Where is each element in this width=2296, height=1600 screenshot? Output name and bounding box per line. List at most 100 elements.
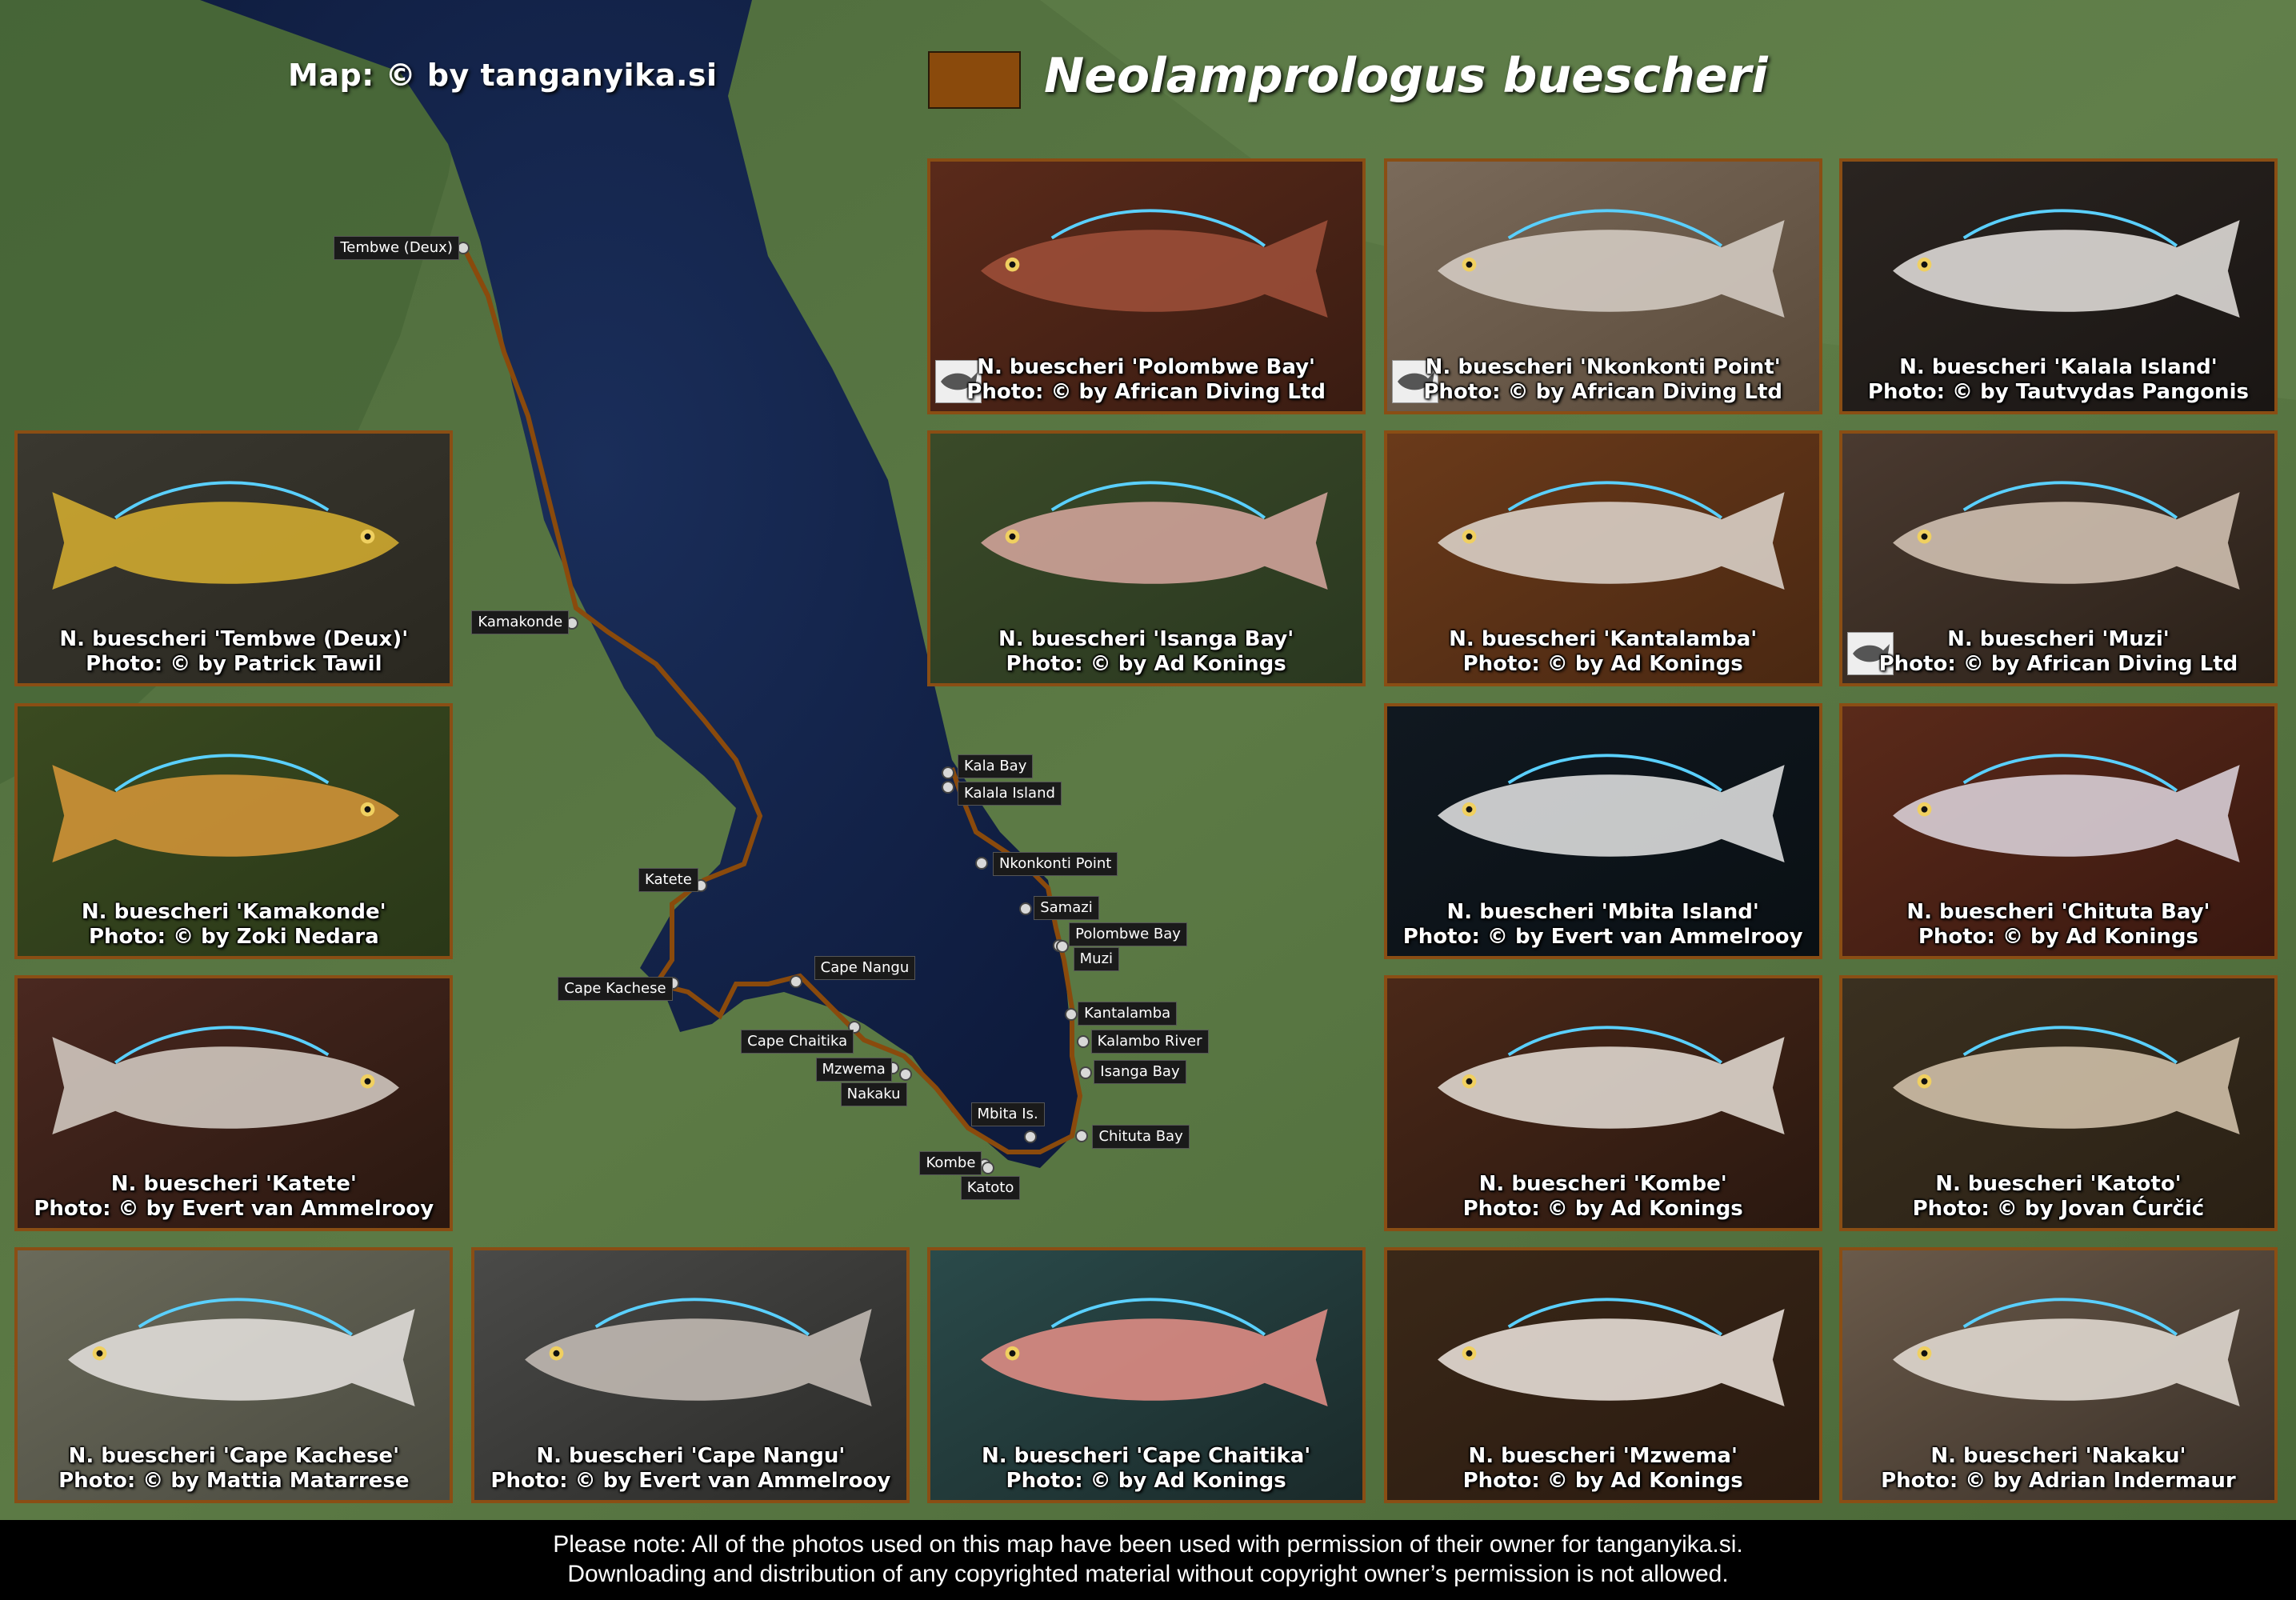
photo-tile: N. buescheri 'Katoto'Photo: © by Jovan Ć… xyxy=(1838,975,2278,1232)
location-marker-dot xyxy=(1023,1130,1037,1144)
photo-caption: N. buescheri 'Nkonkonti Point'Photo: © b… xyxy=(1387,355,1819,405)
location-label: Kantalamba xyxy=(1078,1001,1178,1026)
location-marker-dot xyxy=(981,1161,994,1174)
photo-tile: N. buescheri 'Muzi'Photo: © by African D… xyxy=(1838,430,2278,687)
lake-tanganyika xyxy=(200,0,1080,1168)
location-label: Isanga Bay xyxy=(1094,1060,1186,1085)
photo-title: N. buescheri 'Kombe' xyxy=(1478,1172,1727,1197)
photo-credit: Photo: © by Ad Konings xyxy=(1006,1469,1286,1494)
photo-caption: N. buescheri 'Chituta Bay'Photo: © by Ad… xyxy=(1842,900,2274,950)
fish-photo xyxy=(1842,1250,2274,1501)
location-label: Cape Nangu xyxy=(814,956,916,981)
photo-caption: N. buescheri 'Cape Nangu'Photo: © by Eve… xyxy=(474,1444,906,1494)
photo-title: N. buescheri 'Isanga Bay' xyxy=(998,627,1294,652)
photo-title: N. buescheri 'Kantalamba' xyxy=(1449,627,1758,652)
photo-caption: N. buescheri 'Mbita Island'Photo: © by E… xyxy=(1387,900,1819,950)
photo-tile: N. buescheri 'Cape Nangu'Photo: © by Eve… xyxy=(471,1247,910,1504)
photo-tile: N. buescheri 'Kalala Island'Photo: © by … xyxy=(1838,158,2278,414)
photo-title: N. buescheri 'Kamakonde' xyxy=(81,899,386,924)
location-marker-dot xyxy=(1079,1066,1093,1079)
fish-photo xyxy=(18,434,450,684)
footer-line-2: Downloading and distribution of any copy… xyxy=(567,1561,1729,1587)
location-marker-dot xyxy=(899,1067,913,1081)
location-label: Kamakonde xyxy=(471,610,570,635)
location-label: Mbita Is. xyxy=(970,1102,1045,1127)
photo-caption: N. buescheri 'Muzi'Photo: © by African D… xyxy=(1842,627,2274,677)
photo-credit: Photo: © by Ad Konings xyxy=(1006,652,1286,677)
location-label: Muzi xyxy=(1073,947,1120,972)
location-label: Nkonkonti Point xyxy=(992,852,1118,877)
photo-credit: Photo: © by Ad Konings xyxy=(1462,1469,1743,1494)
map-credit: Map: © by tanganyika.si xyxy=(288,58,718,93)
photo-caption: N. buescheri 'Isanga Bay'Photo: © by Ad … xyxy=(930,627,1362,677)
photo-credit: Photo: © by Zoki Nedara xyxy=(88,924,379,949)
location-label: Katoto xyxy=(960,1175,1021,1200)
photo-tile: N. buescheri 'Katete'Photo: © by Evert v… xyxy=(14,975,454,1232)
photo-tile: N. buescheri 'Mzwema'Photo: © by Ad Koni… xyxy=(1383,1247,1822,1504)
location-marker-dot xyxy=(789,975,802,989)
photo-caption: N. buescheri 'Kombe'Photo: © by Ad Konin… xyxy=(1387,1172,1819,1222)
fish-photo xyxy=(1386,161,1819,411)
photo-tile: N. buescheri 'Kombe'Photo: © by Ad Konin… xyxy=(1383,975,1822,1232)
photo-caption: N. buescheri 'Cape Kachese'Photo: © by M… xyxy=(18,1444,450,1494)
location-label: Kala Bay xyxy=(958,754,1034,778)
fish-thumbnail-icon xyxy=(1846,632,1894,676)
photo-tile: N. buescheri 'Kamakonde'Photo: © by Zoki… xyxy=(14,702,454,959)
fish-photo xyxy=(1842,161,2274,411)
photo-title: N. buescheri 'Polombwe Bay' xyxy=(977,354,1315,379)
location-label: Samazi xyxy=(1034,896,1099,921)
fish-photo xyxy=(18,706,450,956)
photo-tile: N. buescheri 'Nakaku'Photo: © by Adrian … xyxy=(1838,1247,2278,1504)
photo-title: N. buescheri 'Mbita Island' xyxy=(1446,899,1759,924)
location-label: Kalambo River xyxy=(1090,1029,1209,1054)
location-label: Cape Chaitika xyxy=(741,1029,854,1054)
location-marker-dot xyxy=(1064,1007,1078,1021)
photo-tile: N. buescheri 'Cape Chaitika'Photo: © by … xyxy=(926,1247,1366,1504)
legend-swatch xyxy=(928,51,1021,109)
photo-caption: N. buescheri 'Polombwe Bay'Photo: © by A… xyxy=(930,355,1362,405)
photo-tile: N. buescheri 'Mbita Island'Photo: © by E… xyxy=(1383,702,1822,959)
photo-caption: N. buescheri 'Nakaku'Photo: © by Adrian … xyxy=(1842,1444,2274,1494)
photo-tile: N. buescheri 'Kantalamba'Photo: © by Ad … xyxy=(1383,430,1822,687)
photo-caption: N. buescheri 'Cape Chaitika'Photo: © by … xyxy=(930,1444,1362,1494)
fish-photo xyxy=(1386,706,1819,956)
photo-credit: Photo: © by Adrian Indermaur xyxy=(1881,1469,2236,1494)
location-marker-dot xyxy=(942,766,955,779)
photo-tile: N. buescheri 'Polombwe Bay'Photo: © by A… xyxy=(926,158,1366,414)
photo-title: N. buescheri 'Katoto' xyxy=(1935,1172,2182,1197)
photo-tile: N. buescheri 'Isanga Bay'Photo: © by Ad … xyxy=(926,430,1366,687)
location-label: Kombe xyxy=(919,1150,982,1175)
photo-title: N. buescheri 'Kalala Island' xyxy=(1899,354,2218,379)
photo-title: N. buescheri 'Chituta Bay' xyxy=(1906,899,2210,924)
photo-credit: Photo: © by Patrick Tawil xyxy=(86,652,382,677)
photo-credit: Photo: © by Ad Konings xyxy=(1918,924,2199,949)
fish-photo xyxy=(18,978,450,1229)
photo-caption: N. buescheri 'Katete'Photo: © by Evert v… xyxy=(18,1172,450,1222)
location-label: Nakaku xyxy=(840,1082,907,1106)
photo-title: N. buescheri 'Cape Nangu' xyxy=(536,1444,846,1469)
photo-tile: N. buescheri 'Chituta Bay'Photo: © by Ad… xyxy=(1838,702,2278,959)
fish-thumbnail-icon xyxy=(1391,359,1438,403)
photo-credit: Photo: © by Evert van Ammelrooy xyxy=(490,1469,891,1494)
location-label: Polombwe Bay xyxy=(1069,922,1187,947)
photo-caption: N. buescheri 'Kalala Island'Photo: © by … xyxy=(1842,355,2274,405)
fish-photo xyxy=(18,1250,450,1501)
fish-photo xyxy=(1842,434,2274,684)
photo-credit: Photo: © by Ad Konings xyxy=(1462,1197,1743,1222)
fish-photo xyxy=(1386,978,1819,1229)
photo-caption: N. buescheri 'Kamakonde'Photo: © by Zoki… xyxy=(18,900,450,950)
location-label: Cape Kachese xyxy=(558,976,673,1001)
copyright-footer: Please note: All of the photos used on t… xyxy=(0,1520,2296,1600)
photo-caption: N. buescheri 'Tembwe (Deux)'Photo: © by … xyxy=(18,627,450,677)
photo-credit: Photo: © by Evert van Ammelrooy xyxy=(34,1197,434,1222)
location-marker-dot xyxy=(1074,1129,1088,1142)
footer-line-1: Please note: All of the photos used on t… xyxy=(553,1531,1743,1558)
photo-title: N. buescheri 'Tembwe (Deux)' xyxy=(59,627,409,652)
photo-title: N. buescheri 'Cape Kachese' xyxy=(68,1444,400,1469)
photo-credit: Photo: © by African Diving Ltd xyxy=(966,379,1326,404)
location-label: Mzwema xyxy=(815,1057,892,1082)
photo-credit: Photo: © by Evert van Ammelrooy xyxy=(1402,924,1803,949)
photo-title: N. buescheri 'Muzi' xyxy=(1947,627,2170,652)
fish-photo xyxy=(930,1250,1362,1501)
